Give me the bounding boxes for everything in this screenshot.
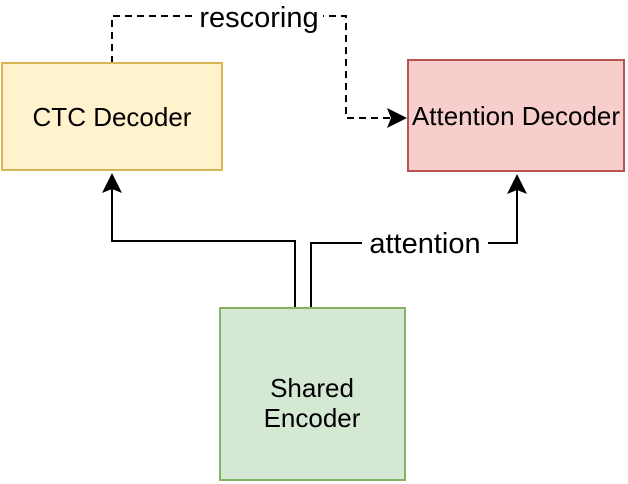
attention-label-background xyxy=(362,228,488,258)
rescoring-edge-label: rescoring xyxy=(199,2,318,34)
attention-decoder-node xyxy=(407,59,625,172)
attention-decoder-label: Attention Decoder xyxy=(412,101,620,131)
rescoring-label-background xyxy=(195,1,323,32)
encoder-to-ctc-edge-arrow xyxy=(102,173,296,308)
shared-encoder-label-line1: Shared xyxy=(270,373,354,403)
attention-edge-label: attention xyxy=(369,228,480,260)
ctc-decoder-label: CTC Decoder xyxy=(33,102,192,132)
ctc-decoder-node xyxy=(1,62,223,171)
shared-encoder-node xyxy=(219,307,406,481)
shared-encoder-label-line2: Encoder xyxy=(264,403,361,433)
rescoring-edge-arrow xyxy=(111,15,407,128)
